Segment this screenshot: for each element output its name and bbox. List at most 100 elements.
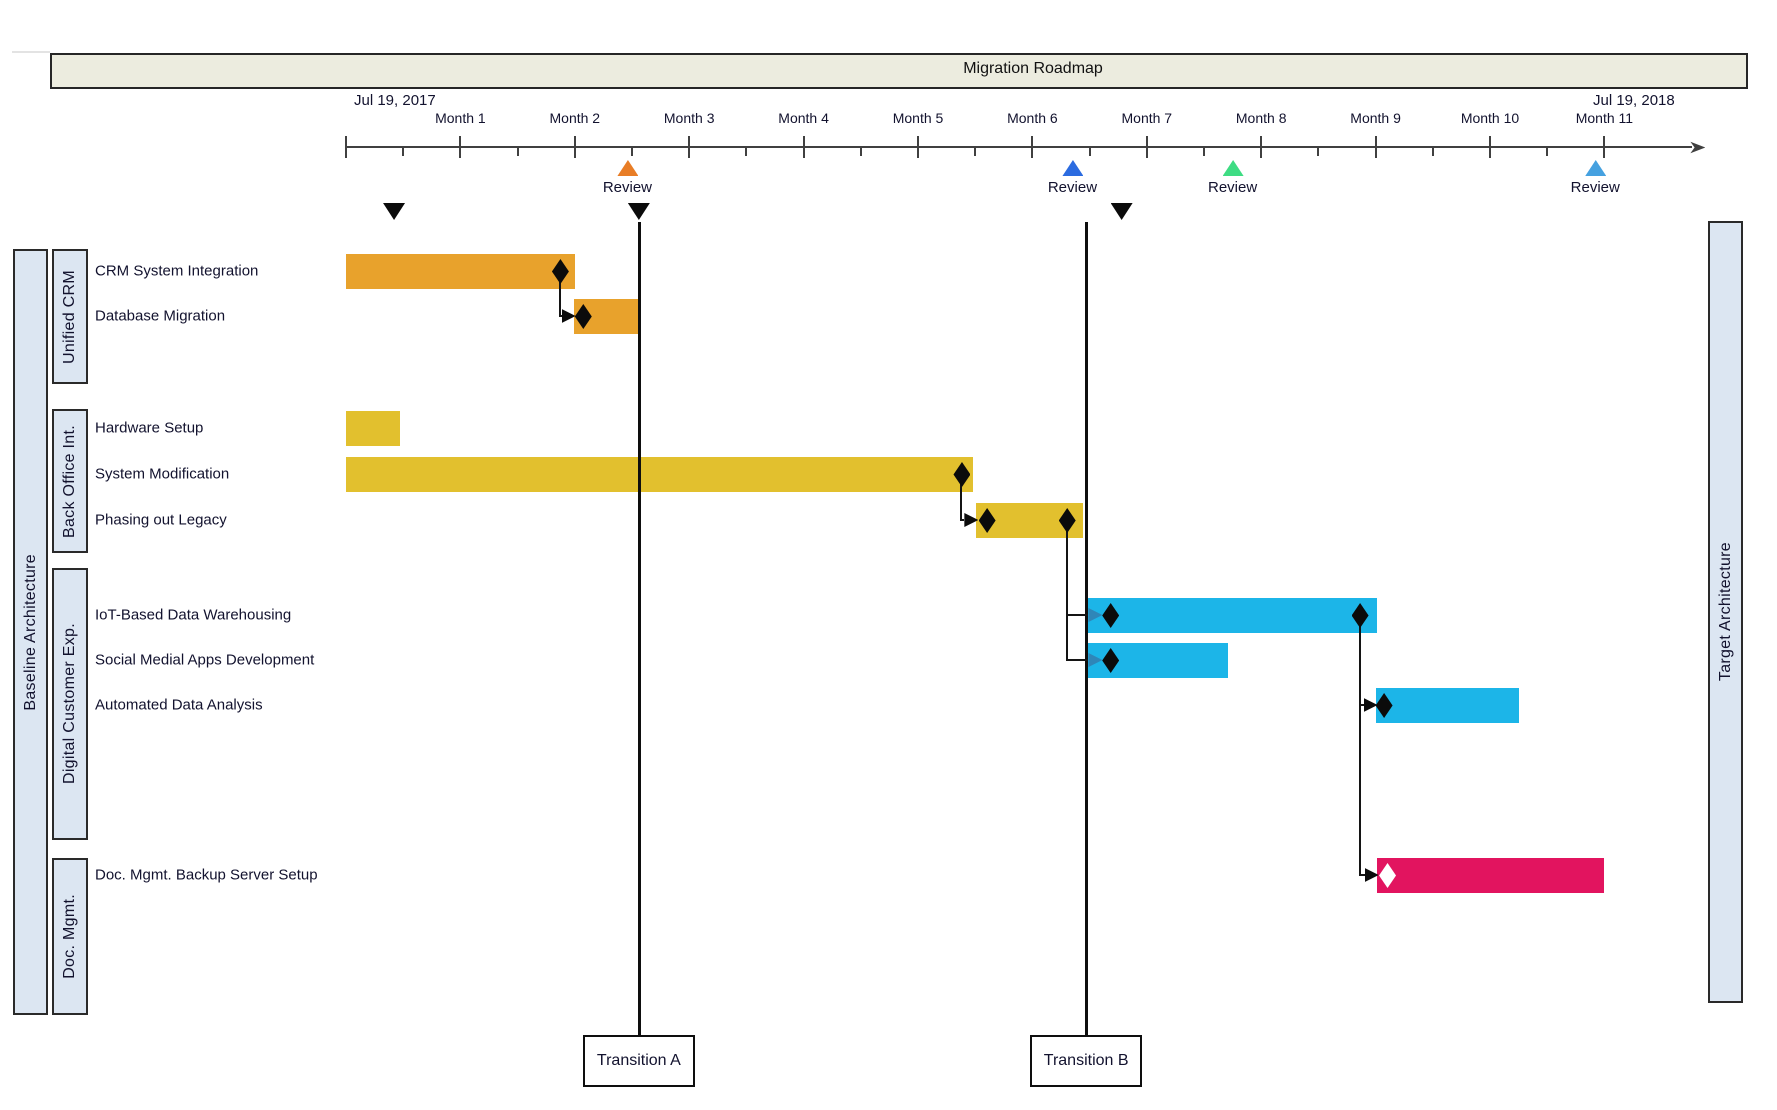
- event-marker-icon[interactable]: [1110, 203, 1133, 220]
- group-box: Unified CRM: [52, 249, 88, 384]
- dependency-line: [1358, 625, 1361, 875]
- milestone-icon[interactable]: [978, 508, 996, 533]
- task-bar[interactable]: [1376, 857, 1605, 893]
- month-tick: [1603, 136, 1606, 158]
- transition-line: [637, 222, 641, 1035]
- review-marker-icon[interactable]: [617, 160, 639, 176]
- month-tick: [1145, 136, 1148, 158]
- task-bar[interactable]: [346, 456, 973, 492]
- month-tick: [345, 136, 347, 158]
- half-month-tick: [1317, 147, 1320, 156]
- review-marker-label: Review: [1208, 179, 1258, 196]
- timeline-start-date: Jul 19, 2017: [354, 92, 436, 109]
- transition-line: [1085, 222, 1089, 1035]
- group-label: Unified CRM: [61, 269, 78, 364]
- dependency-line: [960, 519, 965, 521]
- task-label: CRM System Integration: [95, 262, 259, 280]
- review-marker-icon[interactable]: [1222, 160, 1244, 176]
- month-tick-label: Month 2: [549, 110, 601, 126]
- month-tick: [802, 136, 805, 158]
- dependency-line: [960, 484, 963, 520]
- timeline-axis: [346, 146, 1693, 148]
- timeline-end-date: Jul 19, 2018: [1593, 92, 1675, 109]
- window-edge-artifact: [12, 51, 50, 53]
- task-bar[interactable]: [1375, 687, 1519, 723]
- milestone-icon[interactable]: [1351, 603, 1369, 628]
- dependency-line: [558, 315, 562, 317]
- half-month-tick: [1546, 147, 1549, 156]
- milestone-icon[interactable]: [1375, 693, 1393, 718]
- half-month-tick: [859, 147, 862, 156]
- milestone-icon[interactable]: [1102, 603, 1120, 628]
- group-label: Digital Customer Exp.: [61, 623, 78, 785]
- month-tick-label: Month 10: [1460, 110, 1520, 126]
- task-label: Phasing out Legacy: [95, 511, 227, 529]
- month-tick-label: Month 11: [1575, 110, 1634, 126]
- half-month-tick: [1203, 147, 1205, 156]
- review-marker-icon[interactable]: [1585, 160, 1607, 176]
- review-marker-icon[interactable]: [1062, 160, 1084, 176]
- half-month-tick: [974, 147, 977, 156]
- dependency-line: [1358, 704, 1364, 706]
- dependency-line: [1358, 874, 1365, 876]
- month-tick-label: Month 6: [1007, 110, 1058, 126]
- half-month-tick: [631, 147, 633, 156]
- task-label: Automated Data Analysis: [95, 696, 263, 714]
- month-tick-label: Month 4: [778, 110, 829, 126]
- review-marker-label: Review: [1047, 179, 1098, 196]
- group-box: Digital Customer Exp.: [52, 568, 88, 840]
- transition-box[interactable]: Transition A: [582, 1035, 695, 1087]
- month-tick-label: Month 5: [892, 110, 944, 126]
- timeline-arrowhead-icon: [1690, 141, 1706, 154]
- review-marker-label: Review: [1570, 179, 1620, 196]
- target-architecture-label: Target Architecture: [1716, 542, 1734, 682]
- month-tick: [917, 136, 919, 158]
- task-bar[interactable]: [346, 253, 575, 289]
- milestone-icon[interactable]: [953, 462, 971, 487]
- page-title: Migration Roadmap: [963, 60, 1103, 77]
- event-marker-icon[interactable]: [627, 203, 650, 220]
- half-month-tick: [1088, 147, 1091, 156]
- half-month-tick: [1431, 147, 1434, 156]
- event-marker-icon[interactable]: [383, 203, 406, 220]
- group-label: Doc. Mgmt.: [61, 894, 78, 979]
- target-architecture-panel: Target Architecture: [1708, 221, 1743, 1003]
- baseline-architecture-label: Baseline Architecture: [21, 553, 39, 711]
- task-label: Hardware Setup: [95, 419, 204, 437]
- task-bar[interactable]: [346, 410, 400, 446]
- month-tick: [459, 136, 462, 158]
- month-tick-label: Month 3: [663, 110, 715, 126]
- task-label: System Modification: [95, 465, 230, 483]
- dependency-line: [1065, 530, 1068, 660]
- half-month-tick: [745, 147, 748, 156]
- month-tick-label: Month 7: [1121, 110, 1173, 126]
- transition-box[interactable]: Transition B: [1030, 1035, 1143, 1087]
- month-tick-label: Month 9: [1350, 110, 1401, 126]
- milestone-icon[interactable]: [1379, 863, 1397, 888]
- dependency-line: [1065, 659, 1089, 661]
- dependency-line: [1065, 614, 1089, 616]
- month-tick: [1489, 136, 1491, 158]
- milestone-icon[interactable]: [551, 259, 569, 284]
- baseline-architecture-panel: Baseline Architecture: [13, 249, 48, 1015]
- month-tick: [573, 136, 576, 158]
- group-box: Back Office Int.: [52, 409, 88, 553]
- task-bar[interactable]: [1088, 597, 1377, 633]
- month-tick-label: Month 8: [1235, 110, 1287, 126]
- review-marker-label: Review: [602, 179, 653, 196]
- task-label: Social Medial Apps Development: [95, 651, 315, 669]
- milestone-icon[interactable]: [574, 304, 592, 329]
- task-label: Database Migration: [95, 307, 226, 325]
- month-tick: [1031, 136, 1034, 158]
- task-label: Doc. Mgmt. Backup Server Setup: [95, 866, 318, 884]
- group-box: Doc. Mgmt.: [52, 858, 88, 1015]
- dependency-line: [558, 281, 561, 316]
- month-tick: [1260, 136, 1263, 158]
- group-label: Back Office Int.: [61, 424, 78, 538]
- title-bar: [50, 53, 1748, 89]
- milestone-icon[interactable]: [1102, 648, 1120, 673]
- month-tick: [688, 136, 691, 158]
- milestone-icon[interactable]: [1058, 508, 1076, 533]
- half-month-tick: [402, 147, 405, 156]
